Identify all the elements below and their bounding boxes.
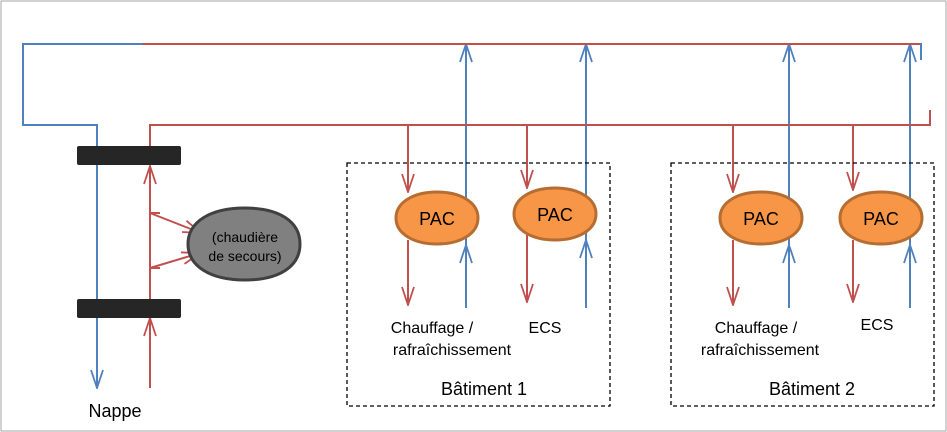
b2-dhw-label: ECS [861,317,894,334]
boiler-label-line2: de secours) [208,248,281,264]
building-2-name: Bâtiment 2 [769,379,855,399]
red-flows [150,125,853,388]
b1-dhw-label: ECS [529,320,562,337]
b1-heat-pump-heating: PAC [394,190,480,246]
b2-heat-pump-heating: PAC [718,190,804,246]
b1-heating-label-line2: rafraîchissement [393,342,512,359]
building-1-name: Bâtiment 1 [441,379,527,399]
building-1-frame [346,162,611,407]
heat-exchanger-top [77,146,181,165]
blue-loop [22,43,922,148]
backup-boiler: (chaudière de secours) [186,206,302,282]
pac-label: PAC [743,209,779,229]
b2-heat-pump-dhw: PAC [838,190,924,246]
b2-heating-label-line2: rafraîchissement [701,342,820,359]
heat-exchanger-bottom [77,299,181,318]
building-2-frame [670,162,935,407]
pac-label: PAC [537,205,573,225]
boiler-label-line1: (chaudière [212,229,278,245]
pac-label: PAC [863,209,899,229]
b1-heating-label-line1: Chauffage / [391,320,474,337]
red-loop [143,43,931,148]
b1-heat-pump-dhw: PAC [512,186,598,242]
b2-heating-label-line1: Chauffage / [715,320,798,337]
nappe-label: Nappe [88,401,141,421]
pac-label: PAC [419,209,455,229]
